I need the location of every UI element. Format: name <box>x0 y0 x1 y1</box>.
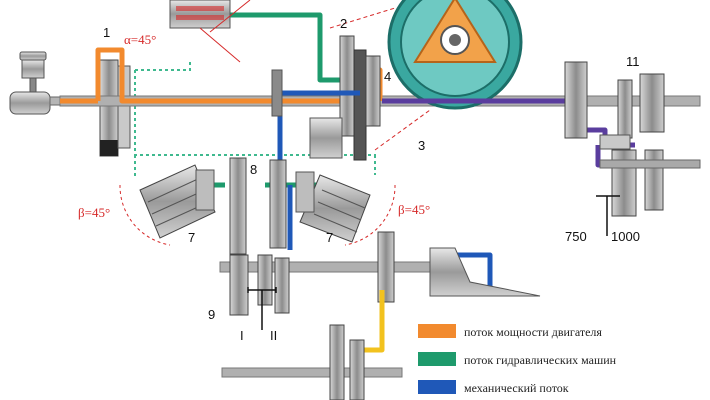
label-rpm-750: 750 <box>565 229 587 244</box>
gear-selector-marks <box>247 287 277 330</box>
label-gear-i: I <box>240 328 244 343</box>
label-8: 8 <box>250 162 257 177</box>
label-3: 3 <box>418 138 425 153</box>
label-2: 2 <box>340 16 347 31</box>
legend-text-hydraulic: поток гидравлических машин <box>464 353 617 367</box>
hydraulic-frame-dashed <box>134 60 376 178</box>
rpm-selector-marks <box>596 195 620 236</box>
legend: поток мощности двигателя поток гидравлич… <box>418 324 617 395</box>
bottom-output-shaft <box>221 324 403 400</box>
leader-lines <box>329 7 431 151</box>
label-7-left: 7 <box>188 230 195 245</box>
label-gear-ii: II <box>270 328 277 343</box>
legend-text-mechanical: механический поток <box>464 381 569 395</box>
flywheel-1 <box>99 59 131 157</box>
legend-swatch-engine <box>418 324 456 338</box>
hydraulic-machine-left-7 <box>119 164 216 246</box>
label-beta-left: β=45° <box>78 205 110 220</box>
label-1: 1 <box>103 25 110 40</box>
gear-assembly-2 <box>309 35 381 161</box>
legend-swatch-hydraulic <box>418 352 456 366</box>
label-11: 11 <box>626 54 640 69</box>
lower-gearbox-9 <box>219 231 541 316</box>
legend-swatch-mechanical <box>418 380 456 394</box>
gear-8 <box>229 69 287 255</box>
label-rpm-1000: 1000 <box>611 229 640 244</box>
label-9: 9 <box>208 307 215 322</box>
label-7-right: 7 <box>326 230 333 245</box>
label-4: 4 <box>384 69 391 84</box>
gear-unit-11 <box>564 61 701 217</box>
label-beta-right: β=45° <box>398 202 430 217</box>
rotary-pump-3 <box>387 0 523 110</box>
label-alpha: α=45° <box>124 32 156 47</box>
hydraulic-machine-right-7 <box>295 171 396 246</box>
top-hydraulic-unit <box>169 0 251 63</box>
legend-text-engine: поток мощности двигателя <box>464 325 602 339</box>
